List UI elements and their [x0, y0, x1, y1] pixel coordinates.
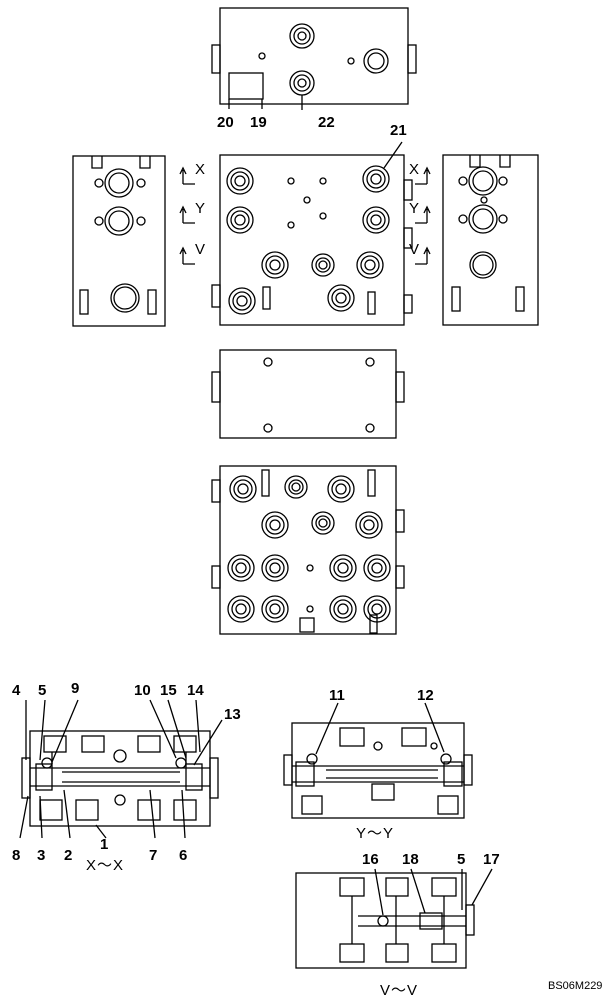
section-arrows-left [179, 166, 195, 265]
rear-view [211, 465, 405, 635]
callout-12: 12 [417, 687, 434, 704]
section-vv [295, 868, 493, 969]
section-arrows-right [415, 166, 431, 265]
callout-4: 4 [12, 682, 21, 699]
right-side-view [442, 154, 539, 326]
section-xx [19, 699, 223, 839]
callout-2: 2 [64, 847, 73, 864]
callout-6: 6 [179, 847, 188, 864]
callout-5-vv: 5 [457, 851, 466, 868]
callout-16: 16 [362, 851, 379, 868]
callout-11: 11 [329, 687, 345, 704]
callout-13: 13 [224, 706, 241, 723]
callout-17: 17 [483, 851, 500, 868]
drawing-code: BS06M229 [548, 980, 603, 992]
section-title-xx: X～X [86, 857, 125, 874]
section-yy [283, 702, 473, 819]
callout-20: 20 [217, 114, 234, 131]
callout-15: 15 [160, 682, 177, 699]
callout-9: 9 [71, 680, 80, 697]
callout-3: 3 [37, 847, 46, 864]
bottom-plain-view [211, 349, 405, 439]
callout-19: 19 [250, 114, 267, 131]
front-view [211, 141, 413, 326]
section-mark-v-left: V [195, 241, 207, 258]
section-mark-x-right: X [409, 161, 421, 178]
callout-7: 7 [149, 847, 158, 864]
section-mark-y-left: Y [195, 200, 207, 217]
left-side-view [72, 155, 166, 327]
section-title-vv: V～V [380, 982, 419, 999]
callout-22: 22 [318, 114, 335, 131]
top-view [211, 7, 417, 110]
section-mark-y-right: Y [409, 200, 421, 217]
callout-5-xx: 5 [38, 682, 47, 699]
callout-14: 14 [187, 682, 204, 699]
section-title-yy: Y～Y [356, 825, 395, 842]
callout-18: 18 [402, 851, 419, 868]
callout-10: 10 [134, 682, 151, 699]
callout-21: 21 [390, 122, 407, 139]
callout-1: 1 [100, 836, 109, 853]
section-mark-v-right: V [409, 241, 421, 258]
section-mark-x-left: X [195, 161, 207, 178]
callout-8: 8 [12, 847, 21, 864]
